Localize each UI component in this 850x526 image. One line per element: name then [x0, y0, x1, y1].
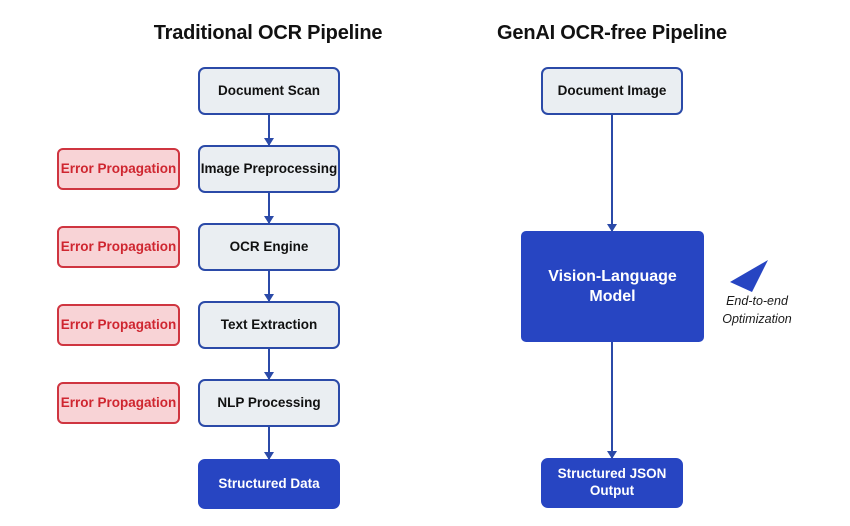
connector-extraction-to-nlp — [268, 349, 270, 379]
error-propagation-box-1[interactable]: Error Propagation — [57, 148, 180, 190]
error-propagation-label: Error Propagation — [60, 238, 177, 254]
node-text-extraction[interactable]: Text Extraction — [198, 301, 340, 349]
error-propagation-box-3[interactable]: Error Propagation — [57, 304, 180, 346]
left-pipeline-title: Traditional OCR Pipeline — [153, 22, 383, 44]
error-propagation-label: Error Propagation — [60, 316, 177, 332]
connector-scan-to-preprocessing — [268, 115, 270, 145]
node-label: Structured JSON Output — [557, 466, 667, 498]
error-propagation-box-4[interactable]: Error Propagation — [57, 382, 180, 424]
connector-preprocessing-to-ocr — [268, 193, 270, 223]
error-propagation-label: Error Propagation — [60, 160, 177, 176]
connector-vlm-to-json — [611, 342, 613, 458]
node-image-preprocessing[interactable]: Image Preprocessing — [198, 145, 340, 193]
node-label: Text Extraction — [220, 316, 318, 332]
right-pipeline-title: GenAI OCR-free Pipeline — [497, 22, 727, 44]
error-propagation-box-2[interactable]: Error Propagation — [57, 226, 180, 268]
node-structured-data[interactable]: Structured Data — [198, 459, 340, 509]
node-vision-language-model[interactable]: Vision-Language Model — [521, 231, 704, 342]
node-label: Structured Data — [218, 475, 320, 491]
node-label: Document Scan — [217, 82, 321, 98]
annotation-line-1: End-to-end — [726, 294, 788, 308]
node-structured-json-output[interactable]: Structured JSON Output — [541, 458, 683, 508]
node-label: Image Preprocessing — [200, 160, 338, 176]
node-label: Vision-Language Model — [548, 267, 677, 305]
connector-ocr-to-extraction — [268, 271, 270, 301]
node-label: OCR Engine — [229, 238, 309, 254]
node-document-image[interactable]: Document Image — [541, 67, 683, 115]
node-label: NLP Processing — [217, 394, 321, 410]
node-document-scan[interactable]: Document Scan — [198, 67, 340, 115]
connector-image-to-vlm — [611, 115, 613, 231]
connector-nlp-to-structured-data — [268, 427, 270, 459]
end-to-end-optimization-label: End-to-end Optimization — [712, 292, 802, 328]
annotation-line-2: Optimization — [722, 312, 792, 327]
end-to-end-arrowhead-icon — [730, 260, 768, 292]
node-nlp-processing[interactable]: NLP Processing — [198, 379, 340, 427]
node-label: Document Image — [557, 82, 667, 98]
error-propagation-label: Error Propagation — [60, 394, 177, 410]
node-ocr-engine[interactable]: OCR Engine — [198, 223, 340, 271]
